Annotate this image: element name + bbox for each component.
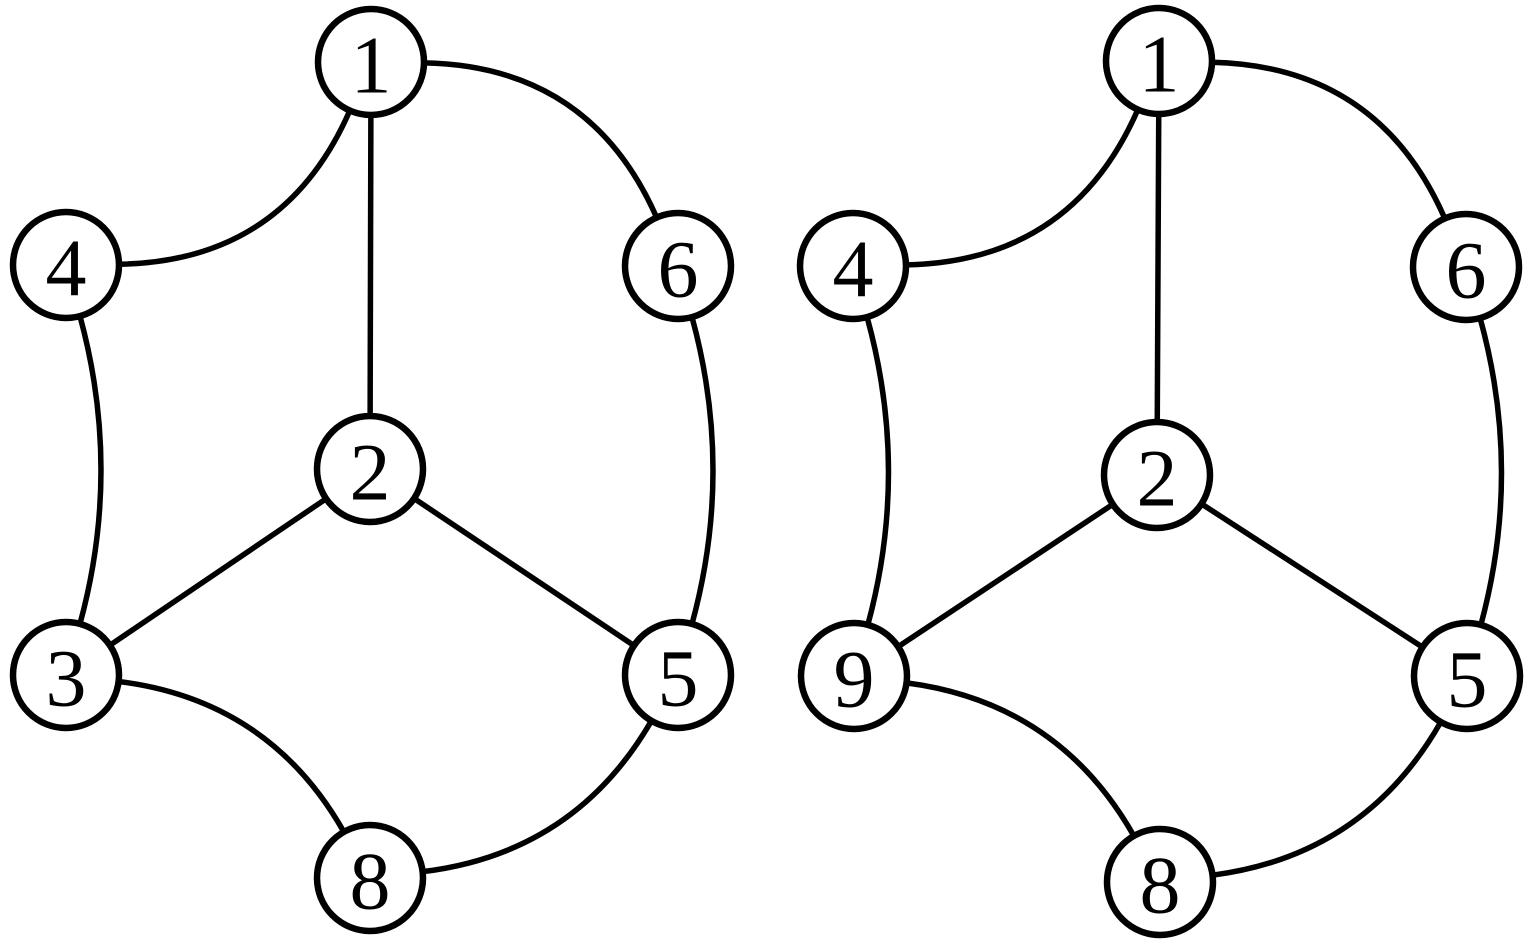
graph-edge-4-9 bbox=[864, 314, 892, 628]
graph-node-2[interactable]: 2 bbox=[313, 412, 427, 526]
node-circle-9 bbox=[797, 619, 911, 733]
node-circle-6 bbox=[1409, 210, 1523, 324]
node-label-6: 6 bbox=[658, 224, 699, 315]
graph-edge-1-4 bbox=[903, 106, 1141, 268]
graph-node-4[interactable]: 4 bbox=[9, 208, 123, 322]
node-circle-1 bbox=[1102, 4, 1216, 118]
node-circle-4 bbox=[796, 209, 910, 323]
node-circle-3 bbox=[9, 618, 123, 732]
edges-layer bbox=[77, 59, 1505, 878]
graph-node-5[interactable]: 5 bbox=[1410, 619, 1524, 733]
graph-node-2[interactable]: 2 bbox=[1100, 418, 1214, 532]
node-label-5: 5 bbox=[658, 633, 699, 724]
graph-edge-2-9 bbox=[895, 501, 1116, 650]
graph-edges-right-graph bbox=[864, 59, 1505, 878]
nodes-layer: 1 4 6 2 3 5 8 1 4 6 2 9 5 8 bbox=[9, 4, 1524, 939]
graph-node-4[interactable]: 4 bbox=[796, 209, 910, 323]
node-label-4: 4 bbox=[833, 224, 874, 315]
node-label-1: 1 bbox=[1139, 19, 1180, 110]
graph-edge-2-5 bbox=[1198, 501, 1426, 650]
node-label-2: 2 bbox=[1137, 433, 1178, 524]
graph-edge-6-5 bbox=[1477, 315, 1505, 628]
node-label-5: 5 bbox=[1447, 634, 1488, 725]
node-circle-2 bbox=[313, 412, 427, 526]
graph-edge-3-8 bbox=[115, 678, 347, 835]
graph-edge-4-3 bbox=[77, 313, 104, 627]
node-label-8: 8 bbox=[1140, 840, 1181, 931]
node-label-9: 9 bbox=[834, 634, 875, 725]
node-label-4: 4 bbox=[46, 223, 87, 314]
graph-edge-5-8 bbox=[1209, 719, 1444, 878]
graph-edge-9-8 bbox=[903, 680, 1137, 839]
graph-node-1[interactable]: 1 bbox=[314, 5, 428, 119]
node-circle-6 bbox=[621, 209, 735, 323]
graph-edge-1-6 bbox=[1209, 59, 1448, 222]
graph-node-6[interactable]: 6 bbox=[621, 209, 735, 323]
node-circle-8 bbox=[1103, 825, 1217, 939]
graph-node-9[interactable]: 9 bbox=[797, 619, 911, 733]
node-label-2: 2 bbox=[350, 427, 391, 518]
node-label-3: 3 bbox=[46, 633, 87, 724]
graph-edge-5-8 bbox=[419, 718, 655, 875]
graph-node-1[interactable]: 1 bbox=[1102, 4, 1216, 118]
node-label-6: 6 bbox=[1446, 225, 1487, 316]
graph-node-6[interactable]: 6 bbox=[1409, 210, 1523, 324]
graph-edge-2-5 bbox=[411, 495, 637, 649]
graph-edge-1-2 bbox=[1154, 111, 1162, 425]
graph-node-8[interactable]: 8 bbox=[1103, 825, 1217, 939]
graph-edge-1-2 bbox=[367, 112, 374, 419]
graph-node-8[interactable]: 8 bbox=[313, 821, 427, 935]
graph-edge-1-6 bbox=[421, 60, 660, 221]
node-label-8: 8 bbox=[350, 836, 391, 927]
node-circle-2 bbox=[1100, 418, 1214, 532]
graph-nodes-left-graph: 1 4 6 2 3 5 8 bbox=[9, 5, 735, 935]
graph-node-5[interactable]: 5 bbox=[621, 618, 735, 732]
graph-edge-2-3 bbox=[107, 495, 329, 649]
node-label-1: 1 bbox=[351, 20, 392, 111]
graph-node-3[interactable]: 3 bbox=[9, 618, 123, 732]
graph-nodes-right-graph: 1 4 6 2 9 5 8 bbox=[796, 4, 1524, 939]
graph-edge-1-4 bbox=[116, 107, 353, 267]
node-circle-5 bbox=[621, 618, 735, 732]
node-circle-8 bbox=[313, 821, 427, 935]
node-circle-5 bbox=[1410, 619, 1524, 733]
node-circle-4 bbox=[9, 208, 123, 322]
graph-edge-6-5 bbox=[689, 314, 716, 627]
graph-edges-left-graph bbox=[77, 60, 716, 875]
node-circle-1 bbox=[314, 5, 428, 119]
